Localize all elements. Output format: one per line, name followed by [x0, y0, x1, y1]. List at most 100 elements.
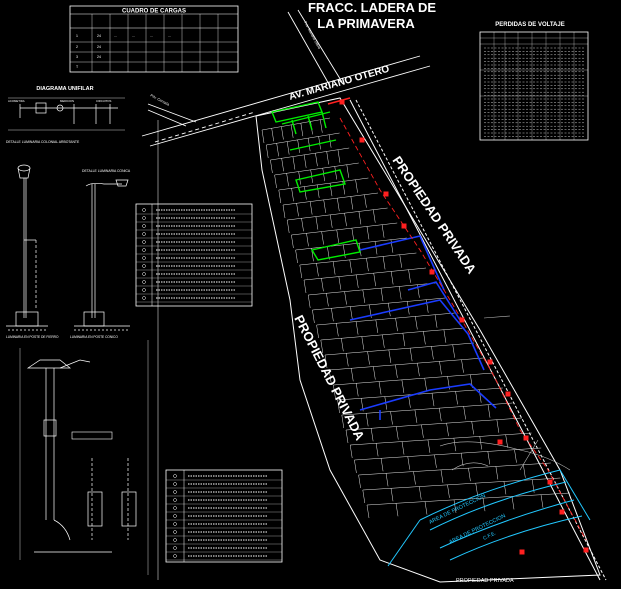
conic-lamp-post	[74, 179, 130, 331]
lot-divider	[439, 361, 442, 375]
lamp-right-caption: LUMINARIA EN POSTE CONICO	[70, 335, 118, 339]
lot-divider	[298, 171, 301, 185]
legend-symbol	[142, 224, 146, 228]
legend-symbol	[142, 280, 146, 284]
lot-divider	[332, 261, 336, 275]
lamp-right-title: DETALLE LUMINARIA CONICA	[82, 169, 131, 173]
lot-divider	[431, 346, 434, 360]
symbol-mark	[173, 538, 177, 542]
lot-divider	[540, 494, 544, 508]
lot-divider	[349, 444, 353, 459]
lot-line	[299, 252, 417, 266]
lot-line	[316, 312, 455, 326]
private-property-bottom: PROPIEDAD PRIVADA	[456, 578, 514, 584]
lot-divider	[390, 488, 394, 502]
lot-divider	[271, 128, 274, 142]
lot-divider	[461, 359, 464, 373]
lot-line	[291, 222, 398, 236]
lot-divider	[330, 214, 333, 228]
legend-table	[135, 203, 253, 307]
protection-sub-label: C.F.E.	[482, 530, 497, 541]
lot-divider	[446, 423, 449, 437]
symbol-mark	[173, 490, 177, 494]
lot-divider	[471, 421, 474, 435]
pole-detail	[19, 340, 149, 575]
lot-divider	[399, 254, 402, 268]
lot-divider	[366, 258, 369, 272]
lot-divider	[265, 144, 269, 159]
lot-divider	[276, 143, 279, 157]
red-poles	[327, 97, 589, 555]
contour-lines	[439, 315, 571, 471]
lot-divider	[514, 449, 517, 463]
lot-divider	[326, 151, 329, 165]
green-lots	[271, 101, 361, 261]
svg-text:...: ...	[150, 34, 153, 38]
private-property-right: PROPIEDAD PRIVADA	[390, 153, 480, 277]
lot-divider	[388, 303, 391, 317]
lot-divider	[407, 456, 410, 470]
svg-text:ACOMETIDA: ACOMETIDA	[8, 99, 25, 103]
lot-divider	[299, 264, 303, 279]
lot-divider	[395, 364, 398, 378]
lot-divider	[382, 334, 385, 348]
lot-divider	[434, 314, 438, 328]
lot-divider	[324, 354, 328, 369]
lot-divider	[381, 224, 385, 238]
lot-divider	[358, 211, 362, 225]
lot-divider	[373, 209, 376, 223]
lot-divider	[303, 279, 307, 294]
lot-divider	[395, 503, 399, 517]
legend-symbol	[142, 256, 146, 260]
lot-divider	[312, 309, 315, 324]
lot-divider	[341, 414, 345, 429]
svg-text:MEDICION: MEDICION	[60, 99, 74, 103]
lot-line	[295, 237, 407, 251]
lot-divider	[453, 438, 457, 452]
lot-divider	[341, 338, 344, 352]
svg-text:1: 1	[76, 34, 78, 38]
lot-divider	[334, 166, 337, 180]
lot-divider	[291, 188, 294, 202]
lot-line	[266, 132, 340, 146]
lot-divider	[443, 329, 447, 343]
avenue-label: AV. MARIANO OTERO	[288, 64, 391, 103]
lot-divider	[380, 288, 384, 302]
lot-divider	[362, 289, 366, 303]
unifilar-diagram	[8, 97, 125, 131]
lot-divider	[338, 276, 342, 290]
lot-divider	[503, 481, 507, 495]
lot-divider	[409, 348, 413, 362]
lot-divider	[364, 194, 367, 208]
lot-divider	[482, 498, 486, 512]
lot-divider	[301, 218, 304, 232]
lot-divider	[315, 216, 319, 230]
lot-divider	[315, 153, 318, 167]
lot-divider	[496, 419, 500, 433]
symbol-mark	[173, 506, 177, 510]
lot-divider	[374, 241, 378, 255]
lot-line	[308, 282, 436, 296]
lot-divider	[337, 399, 340, 414]
lot-divider	[367, 351, 370, 365]
lot-divider	[407, 301, 410, 315]
voltage-table	[479, 31, 589, 141]
lot-divider	[388, 349, 392, 363]
lot-divider	[355, 179, 358, 193]
lot-divider	[350, 196, 354, 210]
lot-divider	[346, 164, 349, 178]
lot-divider	[479, 436, 482, 450]
lot-divider	[321, 278, 324, 292]
lot-divider	[463, 406, 466, 420]
lot-divider	[361, 336, 365, 350]
lot-divider	[278, 189, 282, 204]
protection-area	[387, 469, 591, 567]
lot-divider	[316, 263, 319, 277]
lot-line	[337, 387, 503, 401]
lot-divider	[505, 434, 508, 448]
svg-text:3: 3	[76, 55, 78, 59]
svg-text:...: ...	[132, 34, 135, 38]
lot-divider	[366, 226, 370, 240]
lot-divider	[356, 383, 359, 397]
